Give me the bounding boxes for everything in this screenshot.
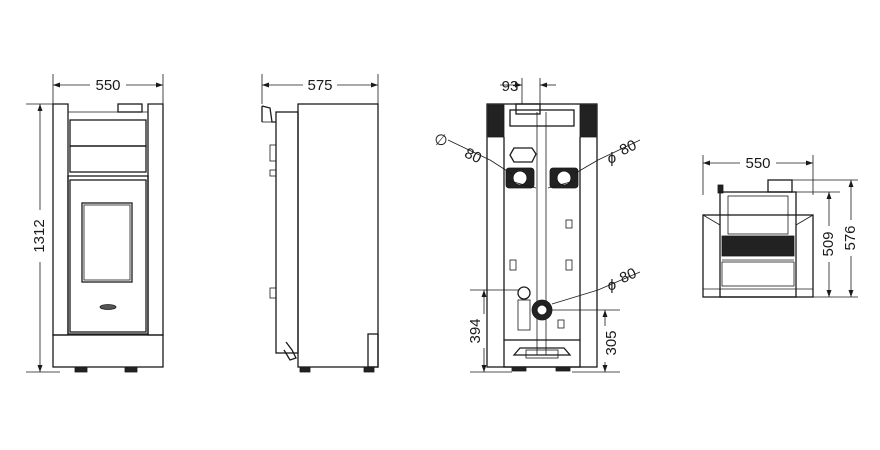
rear-left-outlet-callout: ∅ 80 (434, 132, 513, 175)
logo-badge (99, 304, 117, 310)
front-height-dimension: 1312 (26, 103, 60, 373)
rear-lower-outlet-label: 80 (617, 265, 639, 287)
front-stove-body (52, 103, 164, 373)
front-height-label: 1312 (31, 219, 48, 252)
side-depth-dimension: 575 (261, 74, 379, 104)
top-stove-body (702, 179, 814, 298)
rear-right-outlet-label: 80 (617, 137, 639, 159)
top-depth-label-1: 509 (820, 231, 837, 256)
side-view: 575 (261, 74, 379, 373)
diameter-symbol-left: ∅ (434, 132, 447, 149)
rear-view: 93 (434, 78, 641, 373)
top-depth-dimension-1: 509 (792, 191, 858, 298)
diameter-symbol-right: ϕ (608, 150, 616, 167)
rear-right-outlet-callout: ϕ 80 (573, 137, 641, 175)
rear-left-outlet (505, 167, 535, 189)
rear-left-outlet-label: 80 (462, 145, 484, 167)
top-depth-label-2: 576 (842, 225, 859, 250)
diameter-symbol-lower: ϕ (608, 277, 616, 294)
front-width-label: 550 (95, 77, 120, 94)
side-depth-label: 575 (307, 77, 332, 94)
rear-lower-outlet (531, 299, 553, 321)
rear-height-left-dimension: 394 (467, 289, 518, 373)
front-view: 550 1312 (26, 74, 164, 373)
top-depth-dimension-2: 576 (792, 179, 859, 297)
front-width-dimension: 550 (52, 74, 164, 104)
rear-height-right-dimension: 305 (552, 309, 620, 373)
rear-offset-label: 93 (502, 78, 519, 95)
top-view: 550 509 (702, 155, 859, 298)
top-width-dimension: 550 (702, 155, 814, 195)
rear-height-left-label: 394 (467, 318, 484, 343)
top-width-label: 550 (745, 155, 770, 172)
rear-right-outlet (549, 167, 579, 189)
rear-lower-outlet-callout: ϕ 80 (551, 265, 641, 305)
rear-offset-dimension: 93 (500, 78, 556, 104)
rear-height-right-label: 305 (603, 330, 620, 355)
side-stove-body (261, 103, 379, 373)
rear-stove-body (486, 103, 598, 372)
